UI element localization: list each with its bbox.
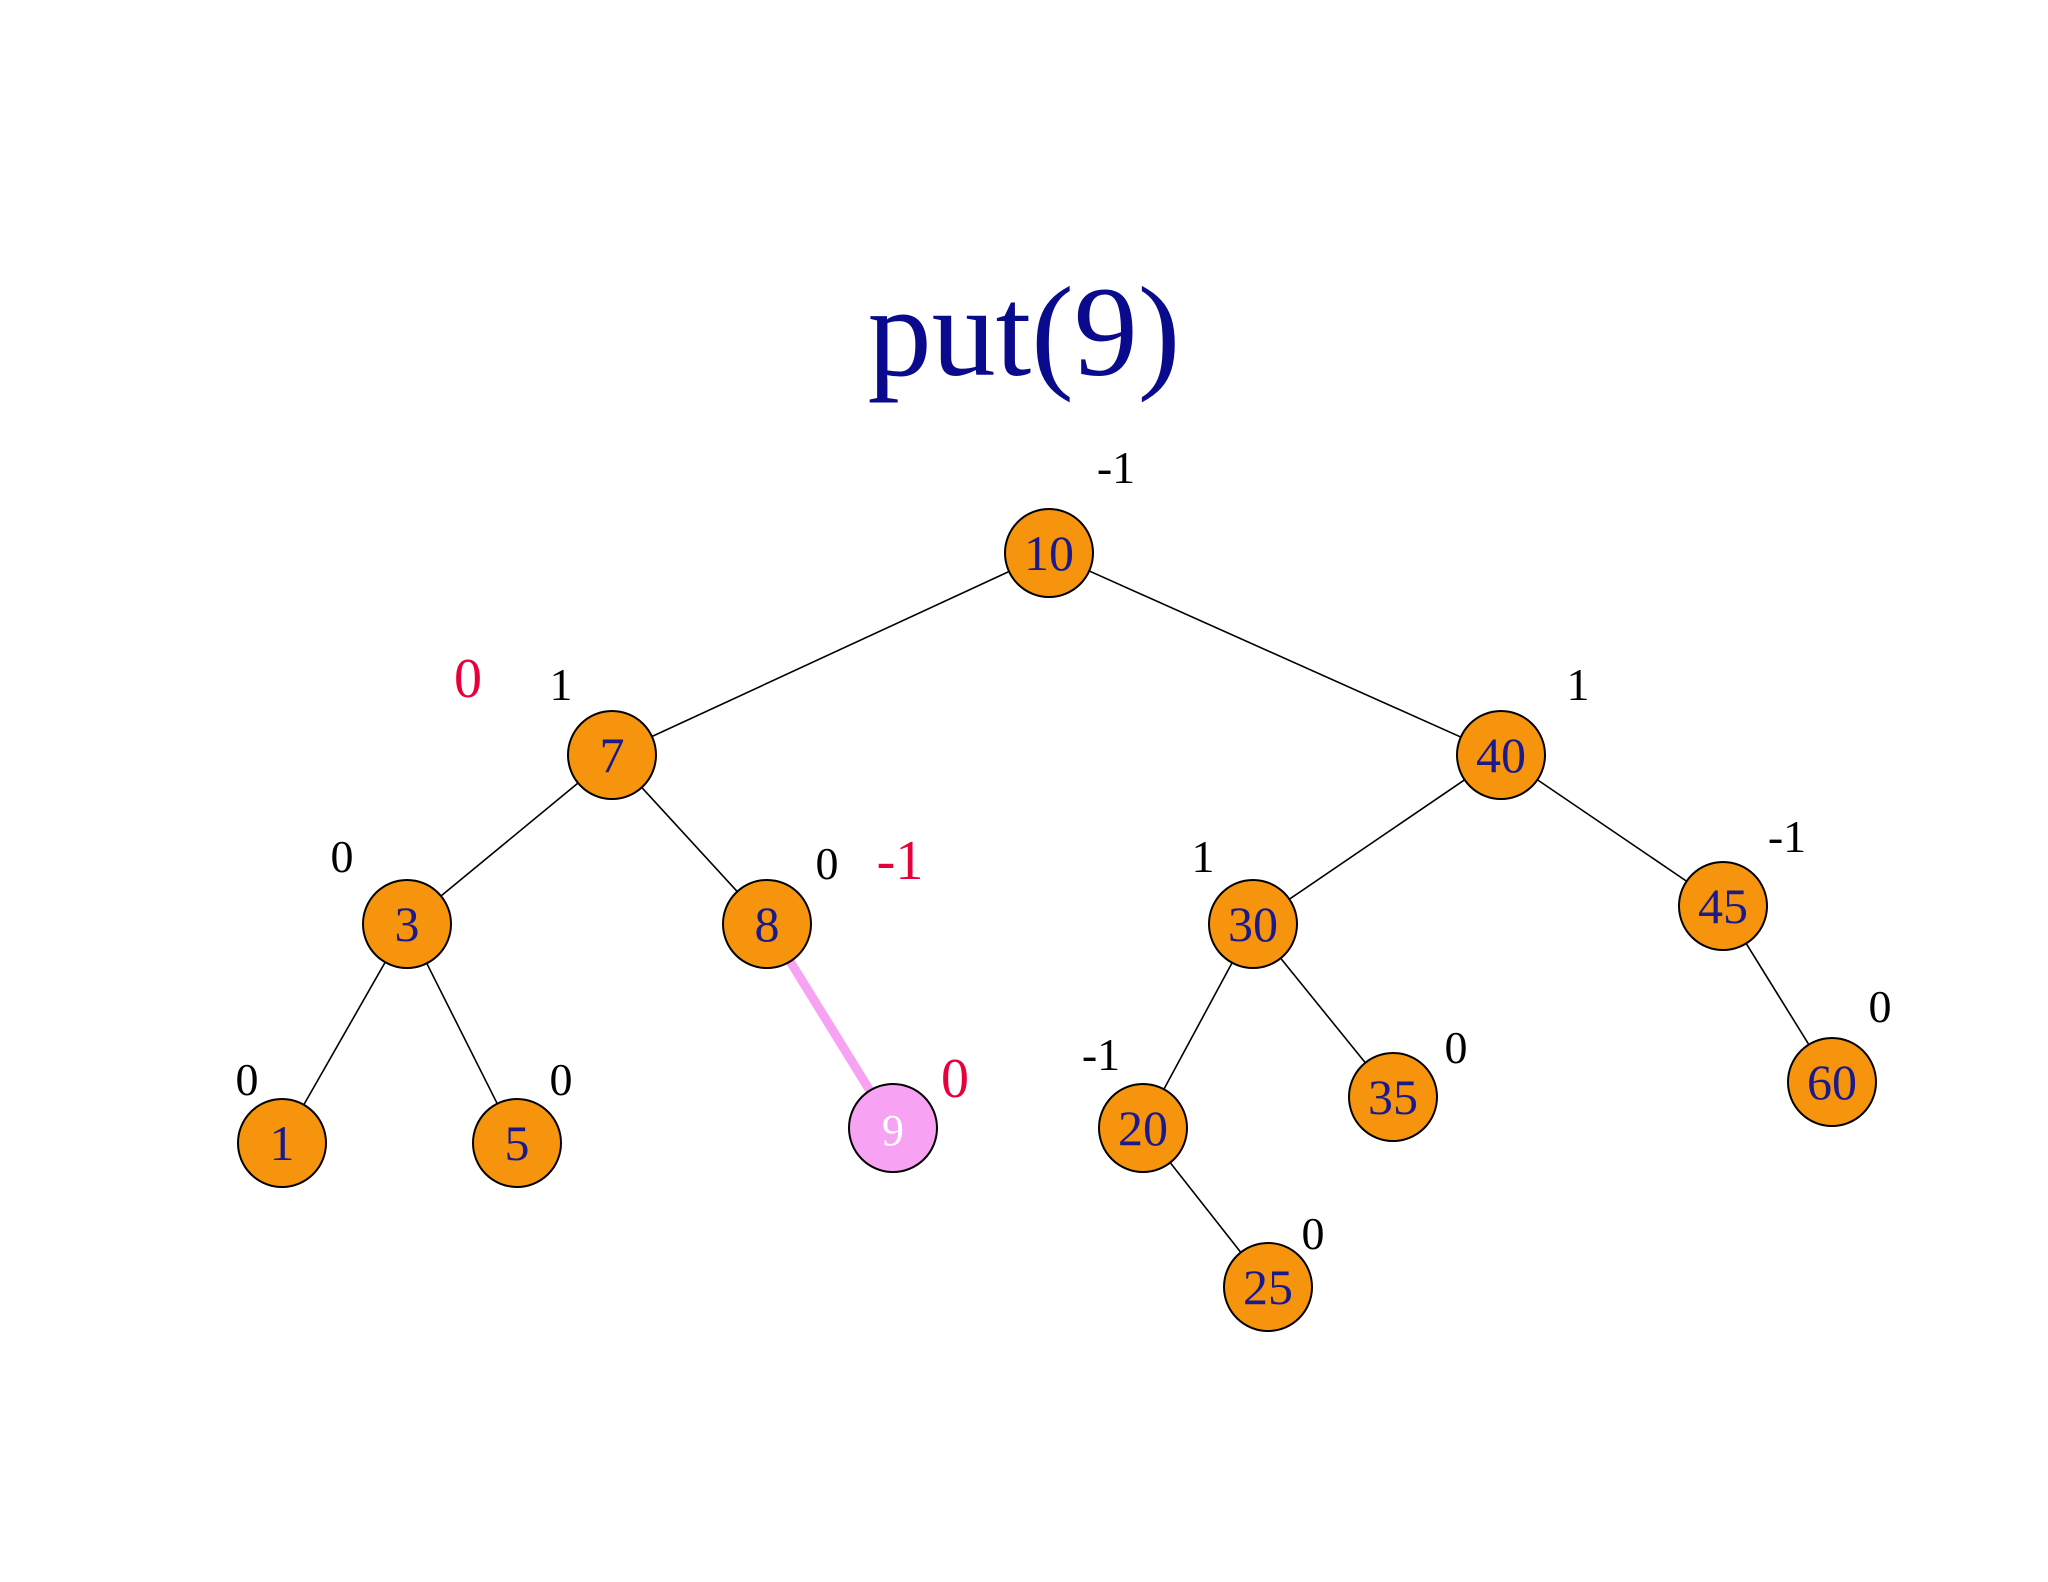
- node-circle: [722, 879, 812, 969]
- balance-factor-8: 0: [816, 838, 839, 889]
- node-circle: [567, 710, 657, 800]
- balance-factor-3: 0: [331, 831, 354, 882]
- tree-node-40: 40: [1456, 710, 1546, 800]
- node-circle: [1208, 879, 1298, 969]
- edge-45-60: [1745, 942, 1810, 1046]
- balance-factor-25: 0: [1302, 1208, 1325, 1259]
- tree-node-5: 5: [472, 1098, 562, 1188]
- tree-node-45: 45: [1678, 861, 1768, 951]
- tree-node-35: 35: [1348, 1052, 1438, 1142]
- node-circle: [1456, 710, 1546, 800]
- balance-factor-30: 1: [1192, 831, 1215, 882]
- node-circle: [1004, 508, 1094, 598]
- tree-node-3: 3: [362, 879, 452, 969]
- edge-30-35: [1280, 957, 1366, 1064]
- edge-10-40: [1088, 570, 1462, 738]
- node-value: 60: [1807, 1054, 1857, 1110]
- balance-factor-35: 0: [1445, 1022, 1468, 1073]
- node-value: 35: [1368, 1069, 1418, 1125]
- edge-8-9: [786, 959, 874, 1093]
- tree-node-10: 10: [1004, 508, 1094, 598]
- node-circle: [237, 1098, 327, 1188]
- node-circle: [1787, 1037, 1877, 1127]
- tree-node-8: 8: [722, 879, 812, 969]
- node-value: 1: [270, 1115, 295, 1171]
- balance-factor-20: -1: [1082, 1029, 1120, 1080]
- tree-node-7: 7: [567, 710, 657, 800]
- node-circle: [1348, 1052, 1438, 1142]
- node-value: 30: [1228, 896, 1278, 952]
- edge-7-8: [641, 786, 738, 893]
- updated-balance-factor-9: 0: [941, 1048, 969, 1110]
- updated-balance-factor-8: -1: [877, 830, 924, 892]
- tree-node-9: 9: [848, 1083, 938, 1173]
- page-title: put(9): [867, 261, 1181, 403]
- balance-factor-40: 1: [1567, 659, 1590, 710]
- edge-40-30: [1288, 779, 1466, 900]
- tree-node-1: 1: [237, 1098, 327, 1188]
- balance-factor-45: -1: [1768, 811, 1806, 862]
- updated-balance-factor-7: 0: [454, 648, 482, 710]
- balance-factor-7: 1: [550, 659, 573, 710]
- node-value: 40: [1476, 727, 1526, 783]
- tree-node-25: 25: [1223, 1242, 1313, 1332]
- balance-factor-60: 0: [1869, 981, 1892, 1032]
- node-value: 5: [505, 1115, 530, 1171]
- edge-30-20: [1163, 962, 1233, 1090]
- node-value: 7: [600, 727, 625, 783]
- node-value: 3: [395, 896, 420, 952]
- node-circle: [362, 879, 452, 969]
- edge-3-1: [303, 961, 386, 1106]
- node-value: 25: [1243, 1259, 1293, 1315]
- node-circle: [1223, 1242, 1313, 1332]
- tree-node-20: 20: [1098, 1083, 1188, 1173]
- balance-factor-1: 0: [236, 1054, 259, 1105]
- balance-factor-10: -1: [1097, 442, 1135, 493]
- edge-7-3: [440, 782, 579, 897]
- node-value: 45: [1698, 878, 1748, 934]
- edge-40-45: [1536, 779, 1688, 882]
- node-value: 10: [1024, 525, 1074, 581]
- node-value: 8: [755, 896, 780, 952]
- node-value: 9: [882, 1106, 904, 1155]
- node-value: 20: [1118, 1100, 1168, 1156]
- node-circle: [472, 1098, 562, 1188]
- tree-node-60: 60: [1787, 1037, 1877, 1127]
- balance-factor-5: 0: [550, 1054, 573, 1105]
- node-circle: [848, 1083, 938, 1173]
- node-circle: [1098, 1083, 1188, 1173]
- edge-3-5: [426, 962, 498, 1105]
- node-circle: [1678, 861, 1768, 951]
- edge-10-7: [651, 570, 1010, 738]
- edge-20-25: [1169, 1162, 1242, 1253]
- tree-node-30: 30: [1208, 879, 1298, 969]
